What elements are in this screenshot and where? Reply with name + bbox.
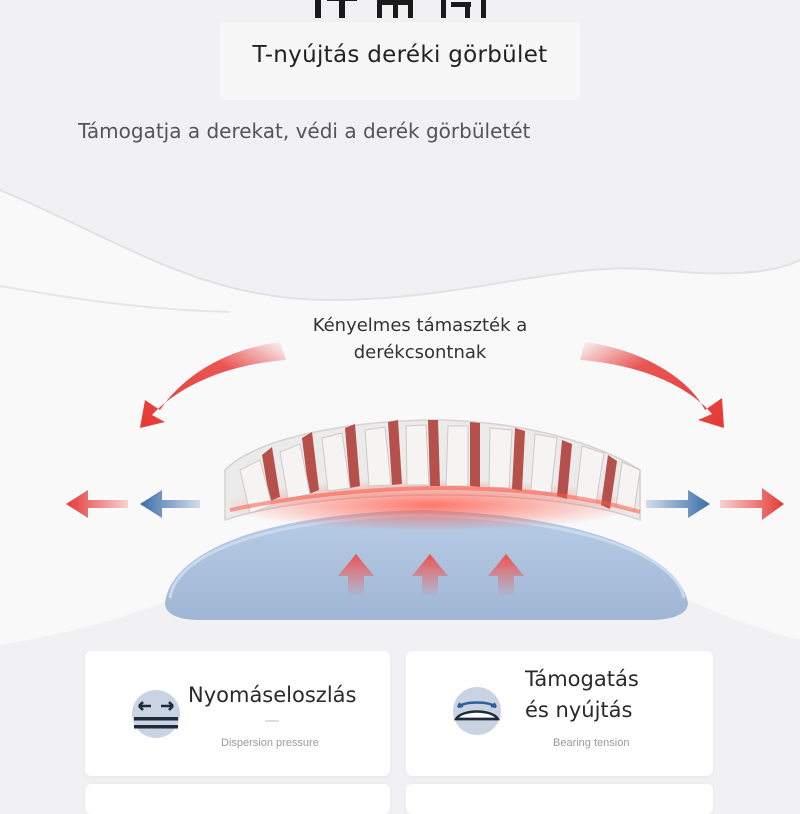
feature-card-partial xyxy=(406,784,713,814)
feature-subtitle-pressure: Dispersion pressure xyxy=(221,737,319,749)
tagline: Támogatja a derekat, védi a derék görbül… xyxy=(78,119,531,143)
feature-title-support-line1: Támogatás xyxy=(525,667,639,691)
comfort-label-line1: Kényelmes támaszték a xyxy=(312,315,528,336)
feature-card-pressure: Nyomáseloszlás Dispersion pressure xyxy=(85,651,390,776)
up-arrow-icon xyxy=(412,554,448,598)
curved-arrow-right-icon xyxy=(580,342,724,428)
subtitle: T-nyújtás deréki görbület xyxy=(252,42,548,68)
side-arrow-right-red-icon xyxy=(720,488,784,520)
divider xyxy=(265,720,279,722)
support-stretch-icon xyxy=(453,687,501,735)
feature-subtitle-support: Bearing tension xyxy=(553,737,630,749)
comfort-label-line2: derékcsontnak xyxy=(353,342,487,363)
pressure-distribution-icon xyxy=(132,690,180,738)
up-arrow-icon xyxy=(488,554,524,598)
cropped-heading-graphic xyxy=(315,0,486,18)
side-arrow-right-blue-icon xyxy=(646,490,710,518)
headline-card xyxy=(220,22,580,100)
up-arrow-icon xyxy=(338,554,374,598)
curved-arrow-left-icon xyxy=(140,342,286,428)
comfort-label: Kényelmes támaszték a derékcsontnak xyxy=(270,312,570,366)
feature-title-support-line2: és nyújtás xyxy=(525,698,633,722)
side-arrow-left-blue-icon xyxy=(140,490,200,518)
side-arrow-left-red-icon xyxy=(66,490,128,518)
up-arrows xyxy=(338,554,524,598)
feature-card-partial xyxy=(85,784,390,814)
feature-title-support: Támogatás és nyújtás xyxy=(525,664,639,726)
feature-card-support: Támogatás és nyújtás Bearing tension xyxy=(406,651,713,776)
body-silhouette xyxy=(0,190,800,645)
spine-illustration xyxy=(222,419,642,531)
feature-title-pressure: Nyomáseloszlás xyxy=(188,683,357,707)
